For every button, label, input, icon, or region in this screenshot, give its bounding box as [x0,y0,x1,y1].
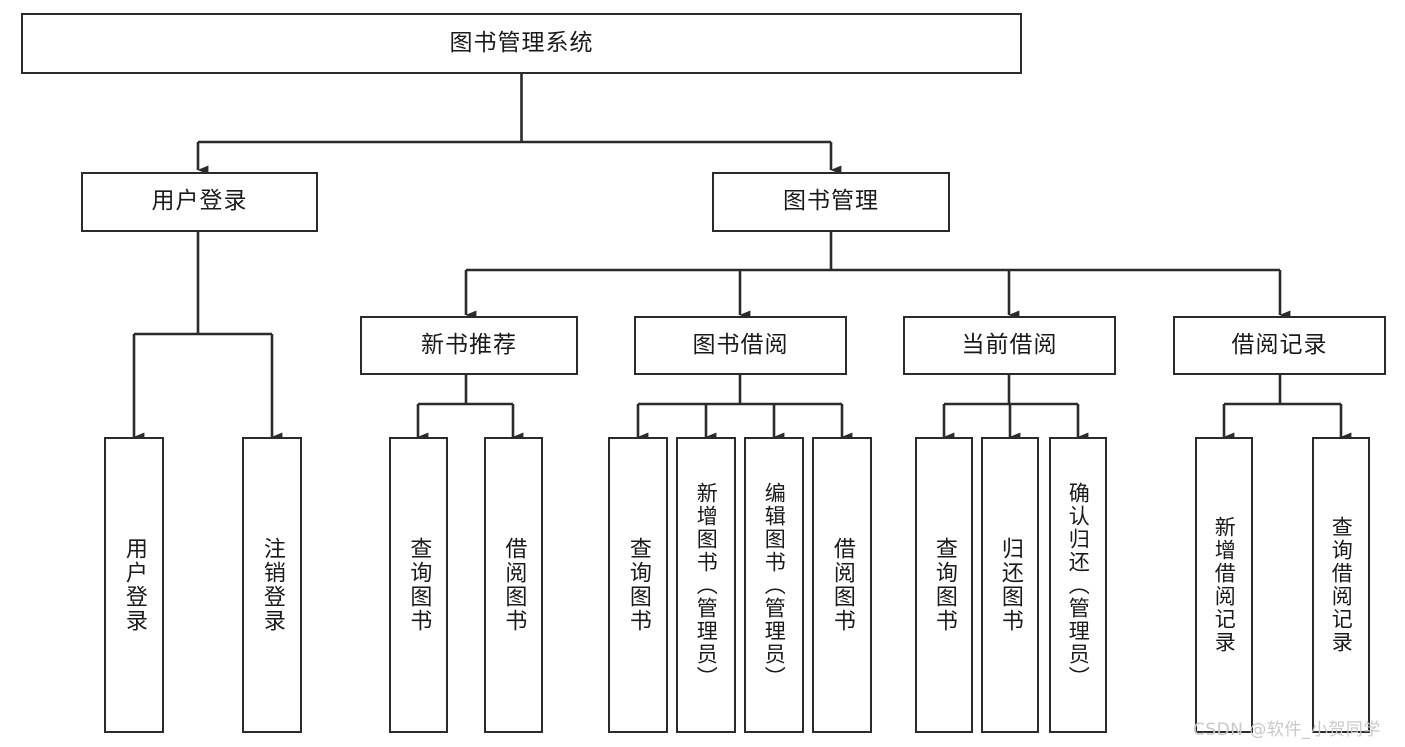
leaf-query-borrow-record[interactable]: 查询借阅记录 [1312,437,1370,733]
leaf-query-book-recommend[interactable]: 查询图书 [389,437,448,733]
leaf-edit-book[interactable]: 编辑图书（管理员） [744,437,804,733]
node-label: 查询图书 [931,537,957,633]
leaf-query-book-borrow[interactable]: 查询图书 [608,437,668,733]
node-label: 新书推荐 [421,331,517,358]
leaf-query-book-current[interactable]: 查询图书 [915,437,973,733]
node-borrow-record[interactable]: 借阅记录 [1173,316,1386,375]
leaf-logout-login[interactable]: 注销登录 [242,437,302,733]
node-label: 查询借阅记录 [1329,516,1354,654]
node-label: 新增借阅记录 [1212,516,1237,654]
leaf-add-borrow-record[interactable]: 新增借阅记录 [1195,437,1253,733]
node-user-login[interactable]: 用户登录 [81,172,318,232]
node-book-borrow[interactable]: 图书借阅 [634,316,847,375]
leaf-return-book[interactable]: 归还图书 [981,437,1039,733]
leaf-borrow-book-recommend[interactable]: 借阅图书 [484,437,543,733]
node-label: 查询图书 [625,537,651,633]
node-label: 图书借阅 [692,331,789,358]
node-label: 注销登录 [259,537,285,633]
node-label: 用户登录 [151,188,248,215]
node-label: 图书管理 [783,188,879,215]
leaf-user-login[interactable]: 用户登录 [104,437,164,733]
node-label: 用户登录 [121,537,147,633]
node-label: 编辑图书（管理员） [762,481,787,689]
node-label: 新增图书（管理员） [694,481,719,689]
csdn-watermark: CSDN @软件_小贺同学 [1193,720,1381,740]
node-book-manage[interactable]: 图书管理 [712,172,950,232]
node-label: 借阅记录 [1231,331,1328,358]
node-label: 借阅图书 [829,537,855,633]
leaf-borrow-book[interactable]: 借阅图书 [812,437,872,733]
node-label: 归还图书 [997,537,1023,633]
leaf-confirm-return[interactable]: 确认归还（管理员） [1049,437,1107,733]
node-label: 图书管理系统 [449,29,594,56]
node-label: 借阅图书 [501,537,527,633]
node-root-system[interactable]: 图书管理系统 [21,13,1022,74]
node-label: 确认归还（管理员） [1066,481,1091,689]
leaf-add-book[interactable]: 新增图书（管理员） [676,437,736,733]
node-current-borrow[interactable]: 当前借阅 [903,316,1116,375]
node-label: 当前借阅 [961,331,1058,358]
node-label: 查询图书 [406,537,432,633]
node-new-book-recommend[interactable]: 新书推荐 [360,316,578,375]
